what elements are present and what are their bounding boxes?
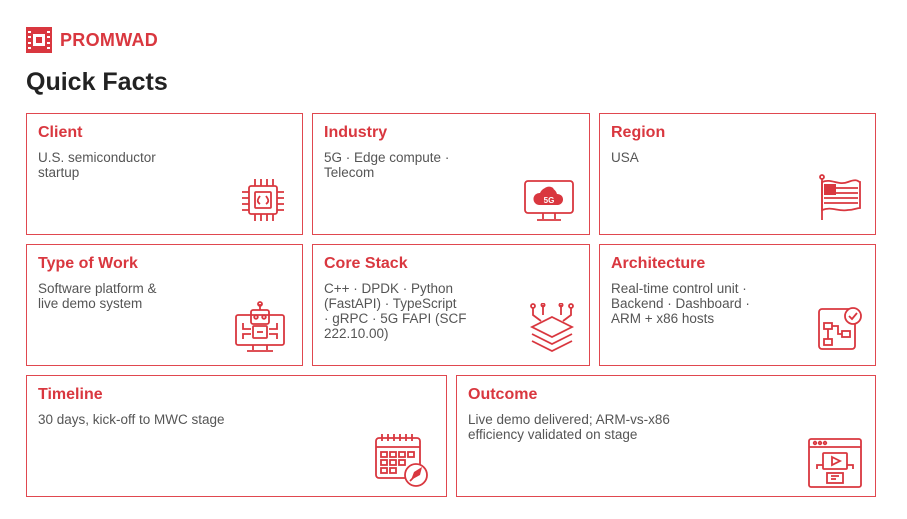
calendar-rocket-icon [373, 432, 429, 488]
card-core-stack: Core Stack C++ · DPDK · Python (FastAPI)… [312, 244, 590, 366]
card-title: Core Stack [324, 255, 408, 272]
card-region: Region USA [599, 113, 876, 235]
card-outcome: Outcome Live demo delivered; ARM-vs-x86 … [456, 375, 876, 497]
usa-flag-icon [816, 174, 864, 222]
card-title: Region [611, 124, 666, 141]
chip-icon [239, 176, 287, 224]
chip-logo-icon [26, 27, 52, 53]
brand-name: PROMWAD [60, 29, 159, 50]
flow-diagram-check-icon [816, 305, 864, 353]
card-timeline: Timeline 30 days, kick-off to MWC stage [26, 375, 447, 497]
brand: PROMWAD [26, 27, 158, 53]
card-architecture: Architecture Real-time control unit · Ba… [599, 244, 876, 366]
card-body: U.S. semiconductor startup [38, 150, 156, 180]
browser-video-icon [807, 436, 863, 490]
card-title: Architecture [611, 255, 706, 272]
card-body: Software platform & live demo system [38, 281, 157, 311]
card-title: Outcome [468, 386, 538, 403]
card-body: 30 days, kick-off to MWC stage [38, 412, 225, 427]
card-title: Type of Work [38, 255, 138, 272]
page-title: Quick Facts [26, 68, 168, 96]
card-body: Live demo delivered; ARM-vs-x86 efficien… [468, 412, 670, 442]
card-type-of-work: Type of Work Software platform & live de… [26, 244, 303, 366]
card-body: C++ · DPDK · Python (FastAPI) · TypeScri… [324, 281, 467, 341]
card-title: Client [38, 124, 83, 141]
card-industry: Industry 5G · Edge compute · Telecom 5G [312, 113, 590, 235]
5g-cloud-monitor-icon: 5G [523, 178, 575, 224]
card-body: 5G · Edge compute · Telecom [324, 150, 450, 180]
card-body: USA [611, 150, 639, 165]
layers-stack-icon [527, 303, 577, 355]
card-body: Real-time control unit · Backend · Dashb… [611, 281, 750, 326]
card-title: Industry [324, 124, 388, 141]
card-title: Timeline [38, 386, 103, 403]
card-client: Client U.S. semiconductor startup [26, 113, 303, 235]
icon-label: 5G [544, 196, 555, 205]
robot-monitor-icon [233, 301, 287, 355]
